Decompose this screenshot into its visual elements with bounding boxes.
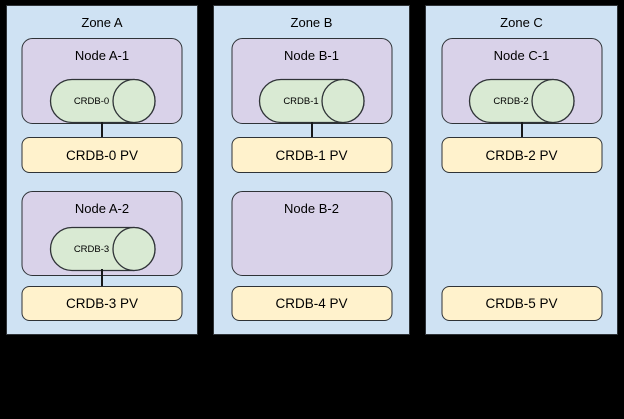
cylinder-label: CRDB-3 — [73, 243, 110, 255]
pv-label: CRDB-0 PV — [65, 147, 138, 163]
pv-box: CRDB-0 PV — [21, 137, 183, 173]
node-box-a1: Node A-1 CRDB-0 — [21, 38, 183, 124]
zone-panel-a: Zone A Node A-1 CRDB-0 CRDB-0 PV Node A-… — [6, 5, 198, 335]
pv-box: CRDB-3 PV — [21, 286, 183, 321]
zone-panel-b: Zone B Node B-1 CRDB-1 CRDB-1 PV Node B-… — [213, 5, 410, 335]
cylinder-label: CRDB-1 — [283, 95, 319, 107]
node-box-b1: Node B-1 CRDB-1 — [231, 38, 392, 124]
pv-label: CRDB-5 PV — [485, 296, 558, 311]
node-label: Node A-1 — [74, 48, 130, 63]
pv-box: CRDB-4 PV — [231, 286, 392, 321]
crdb-cylinder-icon: CRDB-2 — [468, 78, 575, 124]
zone-label: Zone B — [290, 15, 333, 30]
cylinder-label: CRDB-2 — [493, 95, 529, 107]
node-box-a2: Node A-2 CRDB-3 — [21, 191, 183, 276]
zone-label: Zone C — [500, 15, 543, 30]
node-label: Node B-1 — [284, 48, 339, 63]
crdb-cylinder-icon: CRDB-3 — [49, 226, 156, 272]
connector-line — [101, 122, 103, 137]
zone-panel-c: Zone C Node C-1 CRDB-2 CRDB-2 PV CRDB-5 … — [425, 5, 618, 335]
cylinder-label: CRDB-0 — [73, 95, 110, 107]
connector-line — [310, 122, 313, 137]
pv-box: CRDB-5 PV — [441, 286, 602, 321]
node-box-b2: Node B-2 — [231, 191, 392, 276]
node-box-c1: Node C-1 CRDB-2 — [441, 38, 602, 124]
pv-label: CRDB-1 PV — [275, 147, 348, 163]
crdb-cylinder-icon: CRDB-0 — [49, 78, 156, 124]
pv-label: CRDB-3 PV — [65, 296, 138, 311]
crdb-cylinder-icon: CRDB-1 — [258, 78, 365, 124]
node-label: Node B-2 — [284, 201, 339, 216]
connector-line — [520, 122, 523, 137]
pv-label: CRDB-2 PV — [485, 147, 558, 163]
node-label: Node A-2 — [74, 201, 130, 216]
pv-label: CRDB-4 PV — [275, 296, 348, 311]
connector-line — [101, 269, 103, 286]
zone-label: Zone A — [81, 15, 123, 30]
node-label: Node C-1 — [493, 48, 550, 63]
pv-box: CRDB-2 PV — [441, 137, 602, 173]
pv-box: CRDB-1 PV — [231, 137, 392, 173]
